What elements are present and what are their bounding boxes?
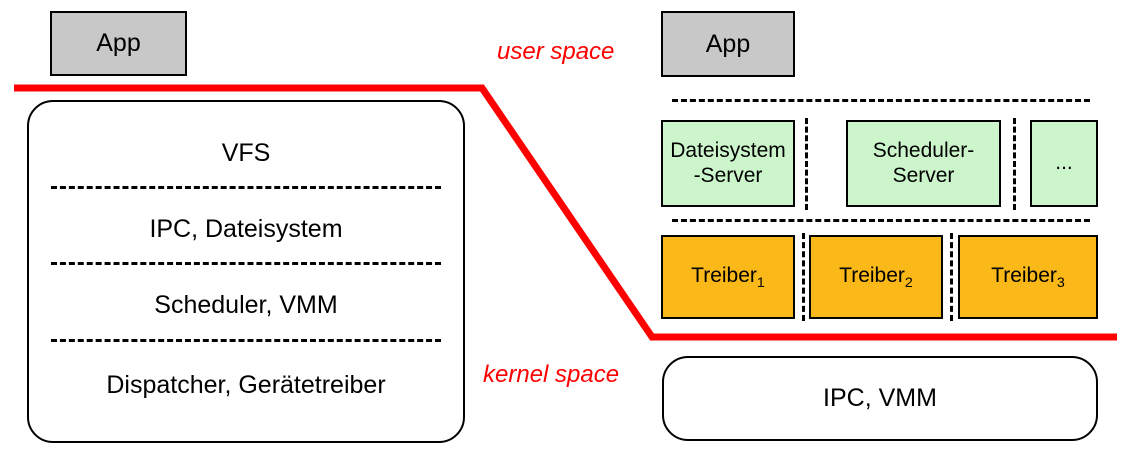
- driver-index: 1: [756, 274, 765, 291]
- driver-name: Treiber: [691, 263, 757, 287]
- user-space-label: user space: [497, 38, 615, 65]
- microkernel-driver-divider-1: [802, 233, 805, 321]
- monolithic-layer-label: Dispatcher, Gerätetreiber: [106, 370, 386, 399]
- microkernel-server-divider-2: [1013, 118, 1016, 210]
- microkernel-driver-divider-2: [950, 233, 953, 321]
- monolithic-separator-3: [51, 339, 441, 342]
- monolithic-layer-ipc-dateisystem: IPC, Dateisystem: [29, 204, 463, 254]
- server-label-line1: Scheduler-: [872, 139, 975, 163]
- microkernel-separator-below-servers: [672, 219, 1090, 222]
- microkernel-driver-3: Treiber3: [958, 235, 1098, 319]
- microkernel-driver-1: Treiber1: [661, 235, 795, 319]
- driver-name: Treiber: [991, 263, 1057, 287]
- monolithic-separator-1: [51, 186, 441, 189]
- microkernel-server-divider-1: [805, 118, 808, 210]
- monolithic-layer-label: Scheduler, VMM: [154, 290, 338, 319]
- monolithic-layer-dispatcher-geraetetreiber: Dispatcher, Gerätetreiber: [29, 360, 463, 410]
- monolithic-app-box: App: [50, 11, 187, 76]
- driver-label: Treiber1: [691, 264, 765, 290]
- driver-index: 2: [904, 274, 913, 291]
- server-label-line2: -Server: [693, 163, 763, 187]
- driver-index: 3: [1056, 274, 1065, 291]
- microkernel-app-label: App: [705, 29, 751, 58]
- kernel-space-label: kernel space: [483, 361, 620, 388]
- microkernel-app-box: App: [661, 11, 795, 77]
- monolithic-app-label: App: [96, 29, 141, 58]
- microkernel-core-box: IPC, VMM: [662, 356, 1098, 441]
- microkernel-core-label: IPC, VMM: [823, 384, 937, 413]
- driver-label: Treiber3: [991, 264, 1065, 290]
- monolithic-separator-2: [51, 262, 441, 265]
- monolithic-layer-scheduler-vmm: Scheduler, VMM: [29, 280, 463, 330]
- driver-label: Treiber2: [839, 264, 913, 290]
- server-label-line2: Server: [892, 163, 955, 187]
- microkernel-separator-above-servers: [672, 99, 1090, 102]
- monolithic-kernel-box: VFS IPC, Dateisystem Scheduler, VMM Disp…: [27, 100, 465, 443]
- microkernel-server-dateisystem: Dateisystem -Server: [661, 120, 795, 207]
- microkernel-driver-2: Treiber2: [809, 235, 943, 319]
- driver-name: Treiber: [839, 263, 905, 287]
- monolithic-layer-label: VFS: [221, 138, 271, 167]
- microkernel-server-more: ...: [1030, 120, 1098, 207]
- server-label-line1: Dateisystem: [670, 139, 786, 163]
- monolithic-layer-label: IPC, Dateisystem: [149, 214, 343, 243]
- server-label-line1: ...: [1055, 151, 1073, 175]
- monolithic-layer-vfs: VFS: [29, 128, 463, 178]
- microkernel-server-scheduler: Scheduler- Server: [846, 120, 1001, 207]
